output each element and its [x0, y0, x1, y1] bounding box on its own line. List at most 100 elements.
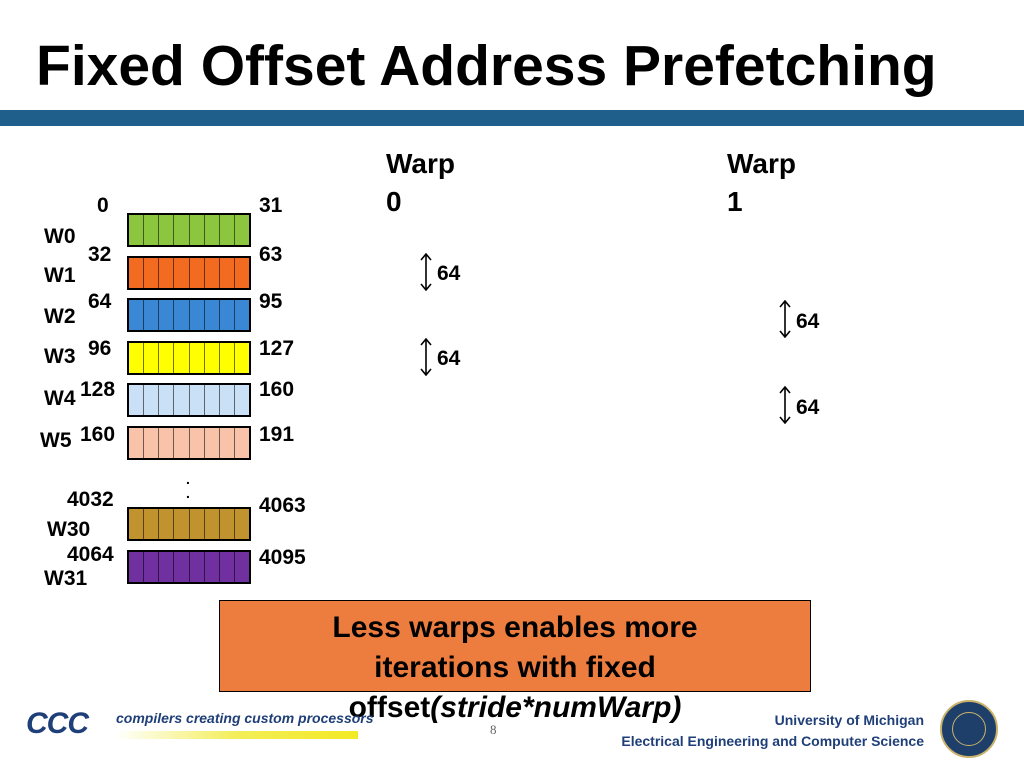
- memory-cell: [233, 215, 249, 245]
- university-name: University of Michigan: [774, 712, 924, 728]
- memory-cell: [233, 385, 249, 415]
- memory-cell: [218, 300, 234, 330]
- callout-line-3-italic: (stride*numWarp): [430, 691, 682, 724]
- memory-row-w5: [127, 426, 251, 460]
- warp-label-w30: W30: [47, 518, 91, 541]
- memory-cell: [218, 552, 234, 582]
- warp-label-w0: W0: [44, 225, 76, 248]
- footer-stripe: [116, 731, 358, 739]
- memory-row-w3: [127, 341, 251, 375]
- memory-row-w0: [127, 213, 251, 247]
- memory-cell: [129, 343, 143, 373]
- memory-cell: [233, 428, 249, 458]
- memory-cell: [158, 385, 173, 415]
- offset-arrow-icon: [779, 300, 791, 338]
- warp-0-offset-2: 64: [437, 347, 461, 370]
- end-address-w31: 4095: [259, 546, 306, 569]
- offset-arrow-icon: [420, 338, 432, 376]
- memory-cell: [129, 215, 143, 245]
- page-number: 8: [490, 722, 497, 737]
- warp-0-offset-1: 64: [437, 262, 461, 285]
- start-address-w31: 4064: [67, 543, 114, 566]
- summary-callout: Less warps enables more iterations with …: [219, 600, 811, 724]
- start-address-w4: 128: [80, 378, 116, 401]
- warp-label-w1: W1: [44, 264, 76, 287]
- start-address-w2: 64: [88, 290, 112, 313]
- department-name: Electrical Engineering and Computer Scie…: [621, 733, 924, 749]
- memory-cell: [188, 428, 204, 458]
- end-address-w2: 95: [259, 290, 283, 313]
- start-address-w30: 4032: [67, 488, 114, 511]
- memory-cell: [158, 343, 173, 373]
- memory-cell: [143, 428, 158, 458]
- end-address-w5: 191: [259, 423, 295, 446]
- memory-cell: [233, 552, 249, 582]
- warp-label-w4: W4: [44, 387, 76, 410]
- memory-cell: [158, 509, 173, 539]
- warp-label-w31: W31: [44, 567, 88, 590]
- university-seal-icon: [940, 700, 998, 758]
- memory-row-w2: [127, 298, 251, 332]
- warp-1-title-line1: Warp: [727, 148, 796, 179]
- offset-arrow-icon: [420, 253, 432, 291]
- warp-label-w3: W3: [44, 345, 76, 368]
- memory-cell: [129, 385, 143, 415]
- memory-cell: [158, 215, 173, 245]
- memory-cell: [233, 300, 249, 330]
- memory-cell: [233, 258, 249, 288]
- offset-arrow-icon: [779, 386, 791, 424]
- ccc-logo: CCC: [26, 707, 89, 740]
- warp-1-offset-2: 64: [796, 396, 820, 419]
- memory-cell: [203, 552, 219, 582]
- memory-cell: [143, 343, 158, 373]
- title-underline-bar: [0, 110, 1024, 126]
- memory-cell: [188, 552, 204, 582]
- memory-cell: [158, 300, 173, 330]
- memory-cell: [173, 258, 188, 288]
- end-address-w30: 4063: [259, 494, 306, 517]
- end-address-w0: 31: [259, 194, 283, 217]
- end-address-w1: 63: [259, 243, 283, 266]
- memory-cell: [173, 215, 188, 245]
- warp-1-title: Warp 1: [727, 145, 796, 221]
- memory-cell: [218, 258, 234, 288]
- memory-row-w30: [127, 507, 251, 541]
- memory-row-w1: [127, 256, 251, 290]
- ellipsis-dots: ..: [186, 471, 190, 501]
- start-address-w0: 0: [97, 194, 109, 217]
- memory-cell: [158, 428, 173, 458]
- memory-cell: [188, 258, 204, 288]
- memory-cell: [143, 385, 158, 415]
- memory-cell: [143, 552, 158, 582]
- warp-0-title-line1: Warp: [386, 148, 455, 179]
- warp-1-offset-1: 64: [796, 310, 820, 333]
- memory-cell: [173, 552, 188, 582]
- slide-title: Fixed Offset Address Prefetching: [36, 34, 937, 98]
- memory-cell: [188, 215, 204, 245]
- memory-cell: [129, 300, 143, 330]
- memory-cell: [218, 343, 234, 373]
- callout-line-3: offset(stride*numWarp): [220, 688, 810, 728]
- memory-cell: [173, 509, 188, 539]
- start-address-w3: 96: [88, 337, 112, 360]
- warp-0-title: Warp 0: [386, 145, 455, 221]
- memory-row-w31: [127, 550, 251, 584]
- memory-cell: [173, 428, 188, 458]
- memory-cell: [218, 385, 234, 415]
- memory-cell: [129, 428, 143, 458]
- memory-cell: [203, 215, 219, 245]
- memory-cell: [218, 215, 234, 245]
- memory-cell: [188, 343, 204, 373]
- memory-cell: [173, 343, 188, 373]
- memory-cell: [188, 385, 204, 415]
- memory-cell: [188, 300, 204, 330]
- start-address-w5: 160: [80, 423, 116, 446]
- memory-cell: [203, 385, 219, 415]
- memory-cell: [129, 509, 143, 539]
- memory-row-w4: [127, 383, 251, 417]
- memory-cell: [203, 343, 219, 373]
- memory-cell: [129, 552, 143, 582]
- memory-cell: [218, 428, 234, 458]
- memory-cell: [233, 509, 249, 539]
- memory-cell: [188, 509, 204, 539]
